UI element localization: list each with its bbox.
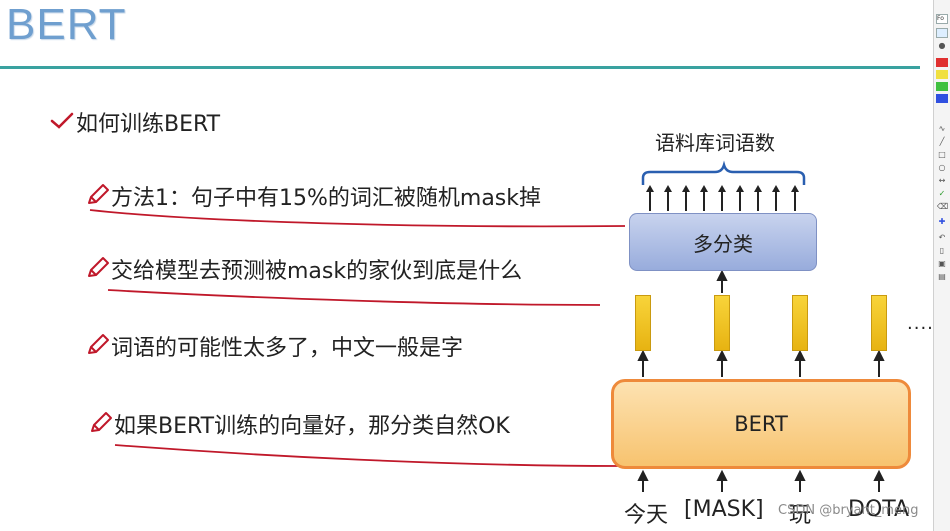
bullet-4-text: 词语的可能性太多了，中文一般是字 (111, 336, 464, 361)
input-token-4: DOTA (848, 497, 910, 522)
color-yellow-swatch[interactable] (936, 70, 948, 79)
pointer-tool-icon[interactable] (936, 28, 948, 38)
color-blue-swatch[interactable] (936, 94, 948, 103)
token-vector-4 (871, 295, 887, 351)
bullet-2: 方法1：句子中有15%的词汇被随机mask掉 (85, 180, 541, 212)
ellipse-tool-icon[interactable]: ○ (938, 163, 946, 172)
color-green-swatch[interactable] (936, 82, 948, 91)
ink-underline-3 (114, 444, 621, 467)
rectangle-tool-icon[interactable]: □ (938, 150, 946, 159)
watermark: CSDN @bryant_meng (778, 503, 919, 518)
input-token-1: 今天 (624, 503, 669, 528)
bullet-1-text: 如何训练BERT (76, 112, 221, 137)
pencil-icon (91, 412, 112, 432)
output-arrowheads (646, 185, 799, 192)
ink-annotations (89, 209, 626, 467)
ink-underline-2 (107, 289, 601, 306)
classifier-box: 多分类 (629, 213, 817, 271)
pencil-icon (88, 257, 109, 277)
bullet-5: 如果BERT训练的向量好，那分类自然OK (88, 408, 510, 440)
diagram-arrows (637, 160, 885, 492)
bert-encoder-box: BERT (611, 379, 911, 469)
input-arrows (637, 469, 885, 492)
bullet-3: 交给模型去预测被mask的家伙到底是什么 (85, 253, 522, 285)
token-vector-2 (714, 295, 730, 351)
font-selector[interactable]: Fo (936, 14, 948, 24)
check-icon (50, 112, 74, 129)
undo-icon[interactable]: ↶ (938, 233, 946, 242)
dot-size-icon[interactable]: ● (938, 41, 946, 50)
slide-title: BERT (6, 0, 127, 49)
arrow-tool-icon[interactable]: ↔ (938, 176, 946, 185)
annotation-toolbar: Fo ● ∿ ╱ □ ○ ↔ ✓ ⌫ ✚ ↶ ▯ ▣ ▤ (933, 0, 950, 531)
bert-encoder-label: BERT (734, 412, 788, 436)
title-divider (0, 66, 920, 69)
line-tool-icon[interactable]: ╱ (939, 137, 945, 146)
vocab-brace (641, 160, 806, 185)
bullet-4: 词语的可能性太多了，中文一般是字 (85, 330, 463, 362)
freehand-tool-icon[interactable]: ∿ (938, 124, 946, 133)
token-vector-1 (635, 295, 651, 351)
save-icon[interactable]: ▣ (938, 259, 946, 268)
eraser-tool-icon[interactable]: ⌫ (937, 202, 949, 211)
move-tool-icon[interactable]: ✚ (938, 217, 946, 226)
ink-underline-1 (89, 209, 626, 228)
bullet-1: 如何训练BERT (50, 106, 220, 138)
vector-arrows (637, 269, 885, 377)
pencil-icon (88, 334, 109, 354)
input-token-3: 玩 (789, 503, 812, 528)
new-page-icon[interactable]: ▯ (939, 246, 945, 255)
color-red-swatch[interactable] (936, 58, 948, 67)
bullet-3-text: 交给模型去预测被mask的家伙到底是什么 (111, 259, 523, 284)
pencil-icon (88, 184, 109, 204)
input-token-2: [MASK] (684, 497, 764, 522)
bullet-5-text: 如果BERT训练的向量好，那分类自然OK (114, 414, 510, 439)
classifier-label: 多分类 (693, 231, 753, 256)
output-arrows (649, 190, 796, 211)
vocab-size-label: 语料库词语数 (655, 131, 775, 155)
screenshot-icon[interactable]: ▤ (938, 272, 946, 281)
bullet-2-text: 方法1：句子中有15%的词汇被随机mask掉 (111, 186, 542, 211)
check-tool-icon[interactable]: ✓ (938, 189, 946, 198)
token-vector-3 (792, 295, 808, 351)
